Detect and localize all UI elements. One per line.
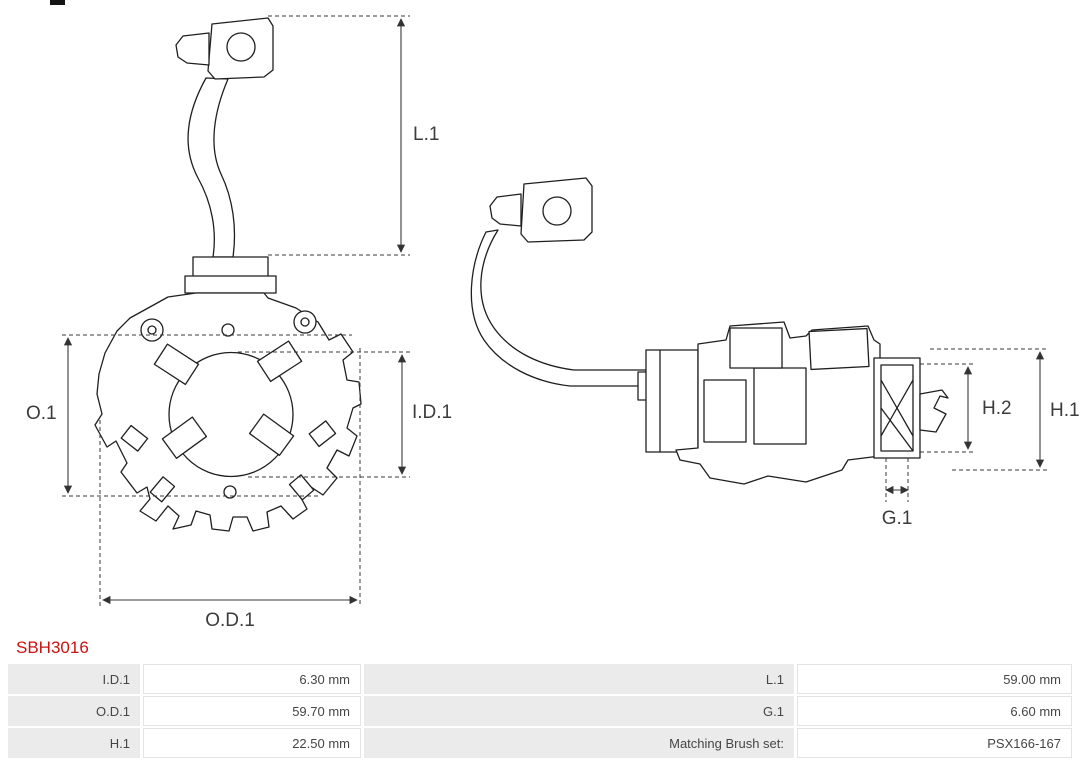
spec-row: I.D.1 6.30 mm L.1 59.00 mm <box>8 664 1072 694</box>
terminal-hole <box>226 32 256 62</box>
dim-label-id1: I.D.1 <box>412 402 452 423</box>
brush-box <box>153 343 200 386</box>
connector-block <box>645 349 699 453</box>
top-edge-mark <box>50 0 65 5</box>
dimension-id1: I.D.1 <box>238 351 452 478</box>
spec-label: H.1 <box>8 728 140 758</box>
dim-label-o1: O.1 <box>26 403 57 424</box>
plate-slot <box>120 424 149 452</box>
brush-hatch <box>880 407 914 452</box>
pin-hole <box>223 485 237 499</box>
spec-value: 6.30 mm <box>143 664 361 694</box>
plate-slot <box>308 420 337 448</box>
dim-label-l1: L.1 <box>413 124 439 145</box>
spec-value: 6.60 mm <box>797 696 1072 726</box>
terminal-tab <box>489 193 522 227</box>
dimension-od1: O.D.1 <box>99 348 361 631</box>
front-view-drawing <box>94 17 362 532</box>
spec-label: O.D.1 <box>8 696 140 726</box>
pin-hole <box>221 323 235 337</box>
spec-row: H.1 22.50 mm Matching Brush set: PSX166-… <box>8 728 1072 758</box>
part-number: SBH3016 <box>16 638 89 657</box>
housing-window <box>753 367 807 445</box>
brush-box <box>161 416 208 459</box>
spec-value: 59.70 mm <box>143 696 361 726</box>
spec-value: 22.50 mm <box>143 728 361 758</box>
spec-label: G.1 <box>364 696 794 726</box>
screw-hole-center <box>300 317 310 327</box>
dimension-o1: O.1 <box>26 334 352 497</box>
dim-label-g1: G.1 <box>882 508 913 529</box>
wire-block <box>192 256 269 279</box>
side-view-drawing <box>470 177 949 485</box>
dim-label-h1: H.1 <box>1050 400 1080 421</box>
dimension-l1: L.1 <box>268 15 439 256</box>
screw-hole-center <box>147 325 157 335</box>
housing-window <box>703 379 747 443</box>
wire-block-base <box>184 275 277 294</box>
spec-label: I.D.1 <box>8 664 140 694</box>
spec-row: O.D.1 59.70 mm G.1 6.60 mm <box>8 696 1072 726</box>
dim-label-h2: H.2 <box>982 398 1012 419</box>
brush-box <box>808 327 870 371</box>
inner-ring <box>168 351 294 478</box>
spec-label: Matching Brush set: <box>364 728 794 758</box>
brush-box <box>248 413 295 456</box>
brush-hatch <box>880 379 914 437</box>
dimension-g1: G.1 <box>882 458 913 529</box>
spec-value: PSX166-167 <box>797 728 1072 758</box>
spec-value: 59.00 mm <box>797 664 1072 694</box>
technical-drawing: L.1 O.1 I.D.1 O.D.1 <box>26 15 1080 631</box>
lead-wire <box>187 77 236 258</box>
dim-label-od1: O.D.1 <box>205 610 255 631</box>
dimension-h1: H.1 <box>930 348 1080 471</box>
terminal-tab <box>175 32 210 66</box>
plate-slot <box>288 474 315 501</box>
spec-label: L.1 <box>364 664 794 694</box>
terminal-hole <box>542 196 572 226</box>
spring-hook <box>919 389 949 433</box>
dimension-h2: H.2 <box>920 363 1012 453</box>
brush-box <box>256 340 303 383</box>
lead-wire <box>470 229 647 387</box>
spec-table: I.D.1 6.30 mm L.1 59.00 mm O.D.1 59.70 m… <box>8 664 1072 758</box>
brush-box <box>729 327 783 369</box>
